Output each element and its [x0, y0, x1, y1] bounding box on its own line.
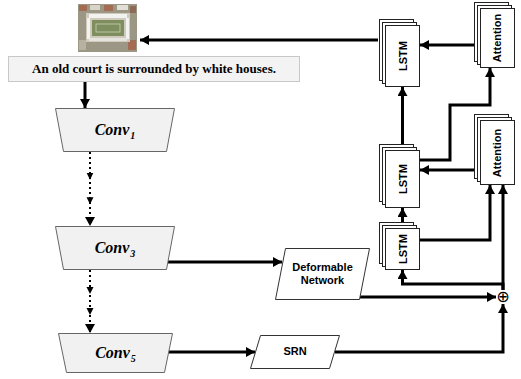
lstm-stack: LSTM [385, 25, 420, 87]
node-label: An old court is surrounded by white hous… [32, 61, 276, 77]
arrow-connector [502, 185, 505, 290]
text-holder: Conv1 [55, 108, 175, 152]
node-label: Attention [492, 128, 504, 176]
conv-layer: Conv1 [55, 108, 175, 152]
text-holder: Conv5 [58, 333, 173, 373]
sum-node: ⊕ [496, 290, 510, 304]
node-label: Deformable Network [287, 261, 358, 287]
text-holder: ⊕ [496, 290, 510, 304]
arrow-connector [169, 351, 255, 354]
node-label: Attention [492, 14, 504, 62]
caption-box: An old court is surrounded by white hous… [8, 56, 300, 82]
text-holder: LSTM [386, 26, 419, 86]
attention-stack: Attention [480, 120, 515, 185]
subscript-label: 3 [130, 248, 135, 259]
text-holder: Deformable Network [275, 248, 370, 300]
shape-outline [251, 336, 340, 369]
aerial-image [78, 4, 137, 52]
shape-outline [56, 109, 175, 152]
node-label: Conv [95, 344, 130, 362]
subscript-label: 1 [130, 130, 135, 141]
node-label: LSTM [396, 41, 408, 71]
node-label: LSTM [396, 234, 408, 264]
text-holder: LSTM [386, 229, 419, 269]
arrow-connector [403, 270, 504, 290]
node-label: SRN [283, 345, 306, 358]
arrow-connector [401, 208, 404, 222]
arrow-connector [335, 304, 503, 352]
arrow-connector [84, 82, 87, 108]
text-holder: Conv3 [55, 226, 175, 270]
arrow-connector [420, 185, 490, 240]
shape-outline [276, 249, 370, 300]
process-box: SRN [250, 335, 340, 369]
text-holder: An old court is surrounded by white hous… [9, 57, 299, 81]
arrow-connector [360, 296, 496, 299]
shape-outline [56, 227, 175, 270]
lstm-stack: LSTM [385, 150, 420, 208]
lstm-stack: LSTM [385, 228, 420, 270]
arrow-connector [420, 169, 474, 172]
node-label: LSTM [396, 164, 408, 194]
dotted-connector [89, 270, 91, 333]
node-label: ⊕ [496, 290, 509, 304]
attention-stack: Attention [480, 8, 515, 68]
arrow-connector [420, 44, 474, 47]
shape-outline [59, 334, 173, 373]
conv-layer: Conv3 [55, 226, 175, 270]
subscript-label: 5 [131, 353, 136, 364]
process-box: Deformable Network [275, 248, 370, 300]
conv-layer: Conv5 [58, 333, 173, 373]
arrow-connector [168, 261, 282, 264]
arrow-connector [401, 87, 404, 144]
text-holder: Attention [481, 121, 514, 184]
node-label: Conv [95, 121, 130, 139]
dotted-connector [89, 152, 91, 226]
text-holder: LSTM [386, 151, 419, 207]
node-label: Conv [95, 239, 130, 257]
text-holder: SRN [250, 335, 340, 369]
output-arrow [140, 39, 378, 42]
text-holder: Attention [481, 9, 514, 67]
